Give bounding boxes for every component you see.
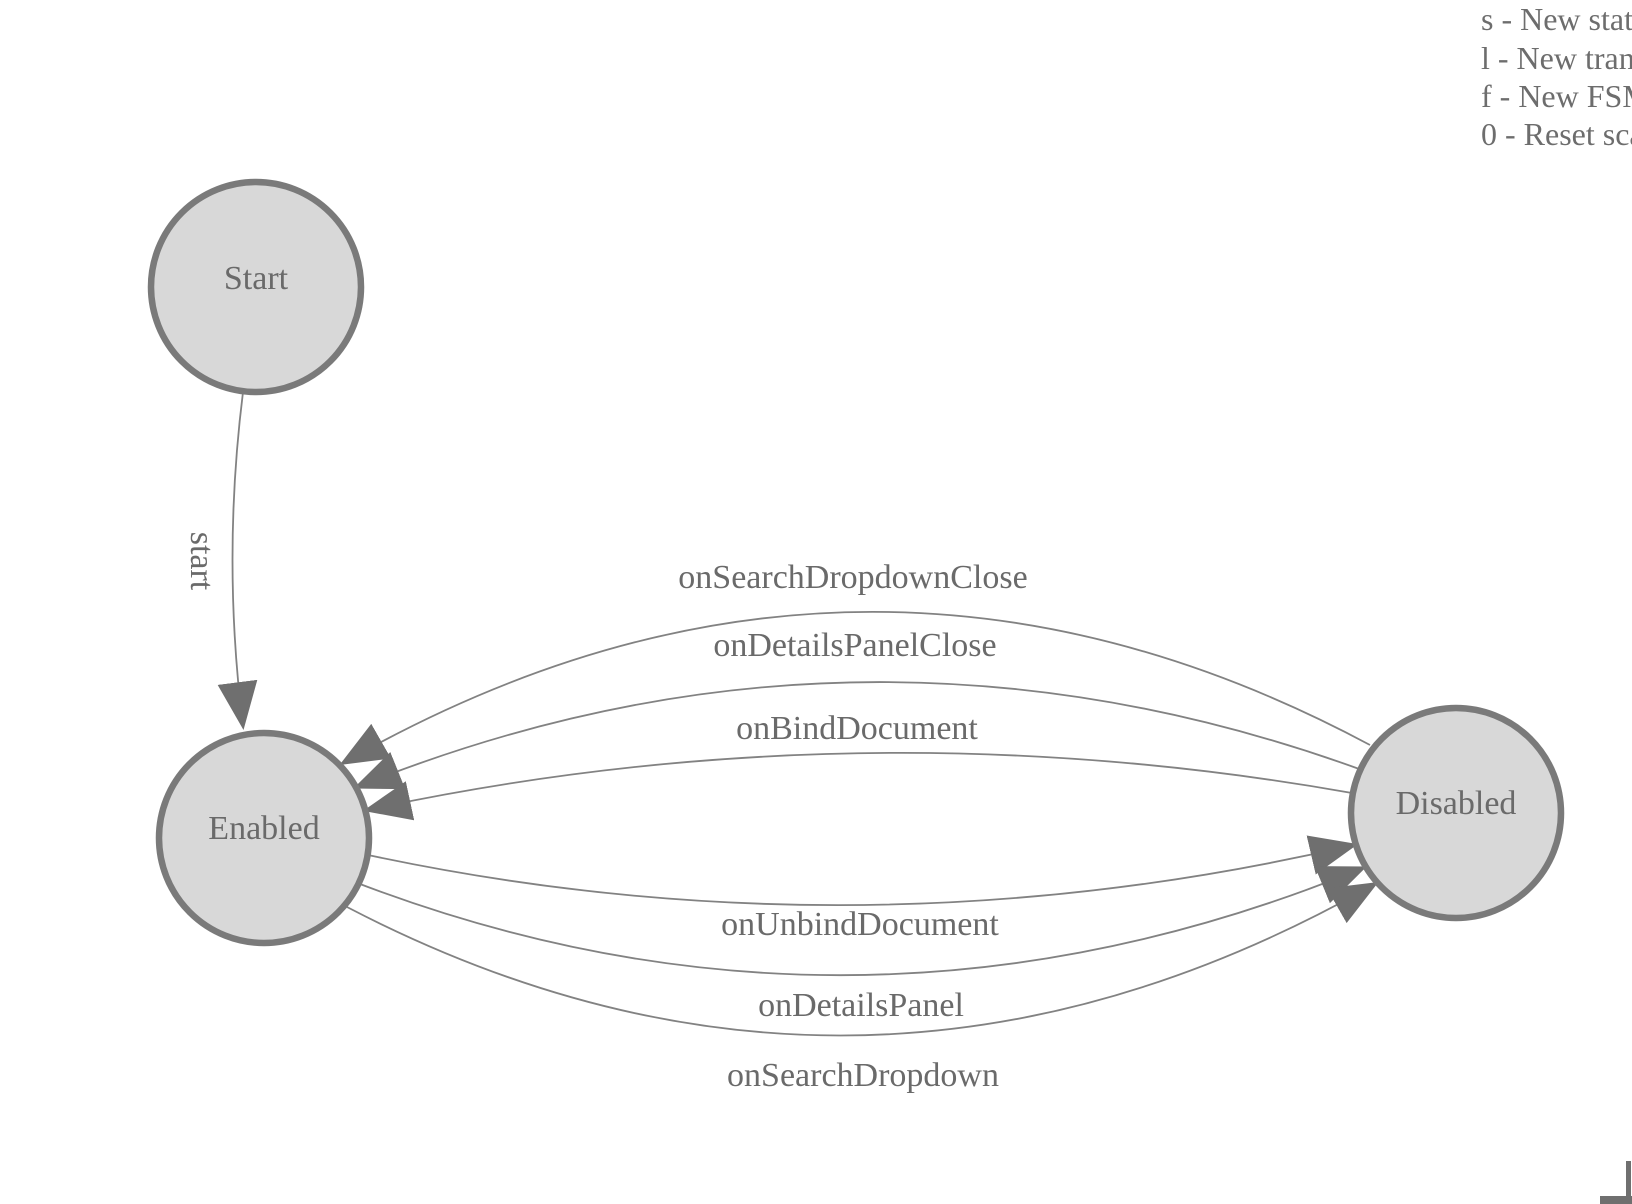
state-label-start: Start	[224, 260, 289, 297]
legend-line-new-transition: l - New transition	[1481, 40, 1632, 76]
legend-line-new-state: s - New state	[1481, 1, 1632, 37]
transition-label-onunbinddocument[interactable]: onUnbindDocument	[721, 906, 999, 943]
transition-curve-onsearchdropdown[interactable]	[346, 882, 1379, 1037]
transition-label-start[interactable]: start	[183, 532, 220, 591]
transition-label-ondetailspanelclose[interactable]: onDetailsPanelClose	[713, 627, 996, 664]
transition-curve-start[interactable]	[217, 391, 258, 730]
state-node-disabled[interactable]: Disabled	[1347, 704, 1565, 922]
transition-label-ondetailspanel[interactable]: onDetailsPanel	[758, 987, 964, 1024]
state-label-disabled: Disabled	[1396, 785, 1517, 822]
corner-box-vertical-edge	[1626, 1161, 1631, 1204]
transition-label-onbinddocument[interactable]: onBindDocument	[736, 710, 978, 747]
transition-curve-onsearchdropdownclose[interactable]	[339, 611, 1371, 765]
transition-curve-ondetailspanelclose[interactable]	[353, 681, 1363, 790]
transition-label-onsearchdropdownclose[interactable]: onSearchDropdownClose	[678, 559, 1027, 596]
transition-curve-onunbinddocument[interactable]	[367, 835, 1358, 906]
state-node-start[interactable]: Start	[147, 178, 365, 396]
legend-line-reset-scale: 0 - Reset scale	[1481, 116, 1632, 152]
hotkey-legend: s - New state l - New transition f - New…	[1481, 1, 1632, 152]
state-label-enabled: Enabled	[208, 810, 319, 847]
transition-curve-ondetailspanel[interactable]	[359, 866, 1367, 977]
legend-line-new-fsm: f - New FSM	[1481, 78, 1632, 114]
state-node-enabled[interactable]: Enabled	[155, 729, 373, 947]
corner-box-horizontal-edge	[1600, 1196, 1632, 1204]
state-circle-start[interactable]	[147, 178, 365, 396]
transition-label-onsearchdropdown[interactable]: onSearchDropdown	[727, 1057, 999, 1094]
state-circle-disabled[interactable]	[1347, 704, 1565, 922]
transition-curve-onbinddocument[interactable]	[363, 752, 1353, 821]
state-circle-enabled[interactable]	[155, 729, 373, 947]
clipped-corner-box	[1600, 1161, 1632, 1204]
